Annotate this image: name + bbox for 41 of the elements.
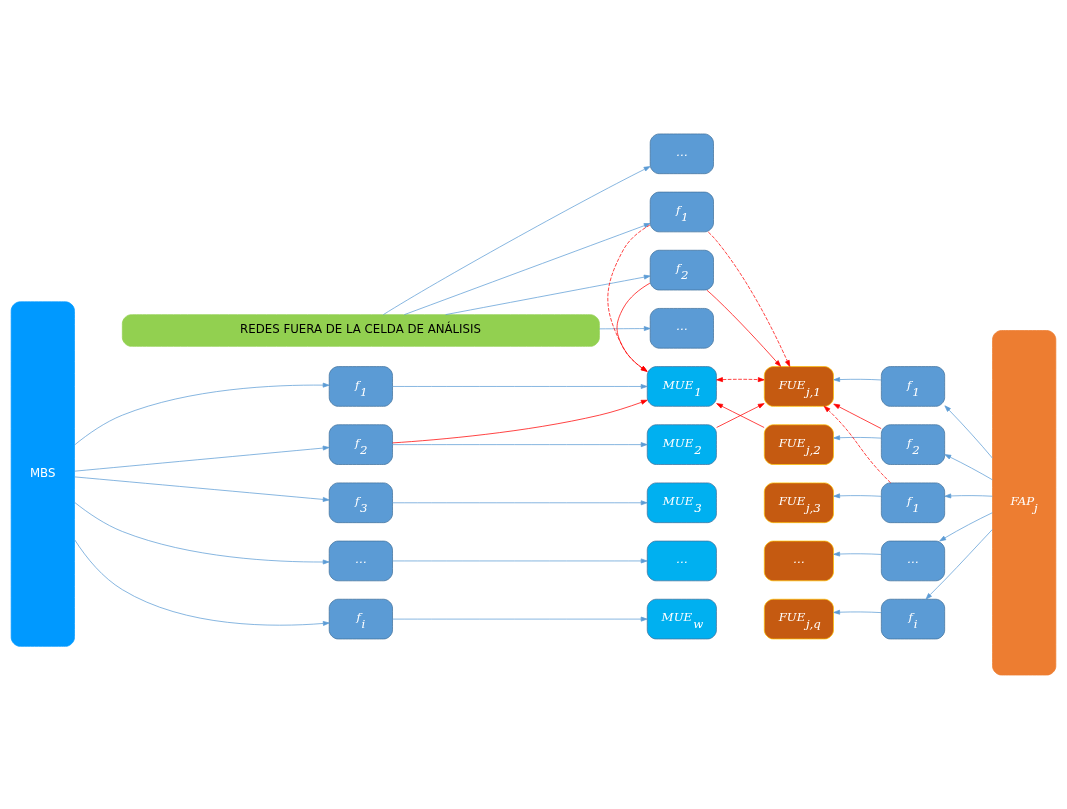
arrow [404, 223, 651, 315]
arrow [74, 501, 330, 565]
arrow [74, 476, 330, 502]
arrow [944, 405, 993, 459]
arrow [823, 405, 891, 484]
arrow [833, 435, 882, 441]
arrow [833, 403, 882, 429]
arrow [716, 377, 765, 383]
node-box: … [328, 540, 393, 582]
arrow [833, 493, 882, 499]
node-box: … [649, 133, 714, 175]
arrow [925, 529, 993, 600]
node-box: … [763, 540, 834, 582]
arrow [392, 616, 648, 622]
arrow [392, 442, 648, 448]
arrow [607, 224, 651, 372]
arrow [716, 403, 765, 428]
arrow [706, 289, 781, 367]
arrow [833, 551, 882, 557]
arrow [944, 454, 993, 481]
arrow [392, 558, 648, 564]
arrow [392, 500, 648, 506]
arrow [833, 377, 882, 382]
arrow [944, 493, 993, 499]
arrow [74, 445, 330, 472]
node-box: … [881, 540, 946, 582]
node-box: … [646, 540, 717, 582]
node-box: MBS [10, 301, 75, 647]
arrow [599, 326, 651, 331]
arrow [445, 274, 651, 315]
arrow [74, 539, 330, 626]
arrow [392, 399, 648, 444]
arrow [392, 384, 648, 389]
arrow [616, 282, 651, 372]
arrow [939, 512, 993, 542]
arrow [74, 382, 330, 446]
node-box: REDES FUERA DE LA CELDA DE ANÁLISIS [121, 314, 600, 347]
arrow [833, 609, 882, 615]
node-box: … [649, 308, 714, 349]
arrow [382, 166, 651, 316]
arrow [707, 231, 791, 367]
